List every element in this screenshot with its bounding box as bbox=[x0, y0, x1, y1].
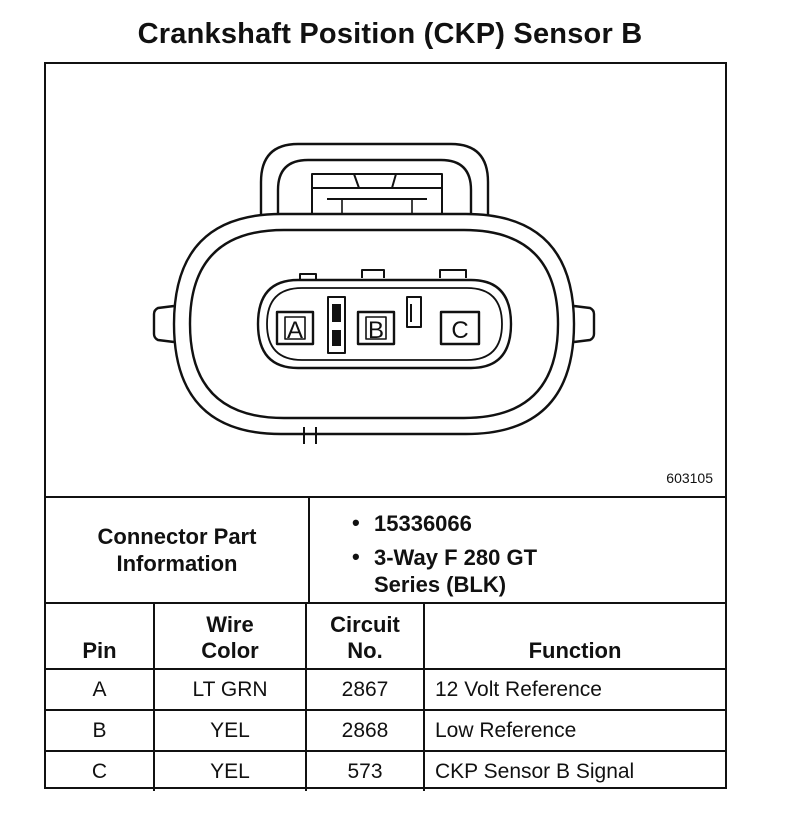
pin-label-b: B bbox=[368, 317, 384, 344]
header-function: Function bbox=[423, 602, 725, 670]
connector-info-section: Connector Part Information • 15336066 • … bbox=[46, 498, 725, 604]
cell-pin: C bbox=[46, 750, 155, 791]
polarization-key-2 bbox=[406, 296, 422, 328]
table-row: C YEL 573 CKP Sensor B Signal bbox=[46, 750, 725, 791]
latch-housing-inner bbox=[276, 158, 473, 312]
connector-sheet: A B C 603105 Connector Part Information … bbox=[44, 62, 727, 791]
connector-drawing: A B C 603105 bbox=[46, 64, 725, 498]
connector-description-line2: Series (BLK) bbox=[374, 572, 507, 597]
figure-number: 603105 bbox=[666, 470, 713, 486]
connector-description-line1: 3-Way F 280 GT bbox=[374, 545, 538, 570]
page-title: Crankshaft Position (CKP) Sensor B bbox=[137, 18, 643, 50]
pin-label-a: A bbox=[287, 317, 303, 344]
table-row: B YEL 2868 Low Reference bbox=[46, 709, 725, 752]
cell-wire-color: LT GRN bbox=[153, 668, 307, 711]
right-rib bbox=[573, 304, 596, 344]
cell-function: Low Reference bbox=[423, 709, 725, 752]
latch-housing-outer bbox=[259, 142, 490, 312]
connector-info-label-line2: Information bbox=[116, 551, 238, 576]
table-row: A LT GRN 2867 12 Volt Reference bbox=[46, 668, 725, 711]
cell-circuit: 573 bbox=[305, 750, 425, 791]
cell-circuit: 2867 bbox=[305, 668, 425, 711]
cell-function: 12 Volt Reference bbox=[423, 668, 725, 711]
connector-info-label: Connector Part Information bbox=[46, 498, 310, 602]
header-pin: Pin bbox=[46, 602, 155, 670]
pin-cavity bbox=[256, 278, 513, 370]
cell-pin: B bbox=[46, 709, 155, 752]
polarization-key-1 bbox=[327, 296, 346, 354]
bullet: • bbox=[352, 510, 360, 535]
connector-face-svg: A B C bbox=[152, 142, 596, 444]
housing-rim bbox=[188, 228, 560, 420]
connector-info-details: • 15336066 • 3-Way F 280 GT Series (BLK) bbox=[310, 498, 725, 602]
left-rib bbox=[152, 304, 175, 344]
bullet: • bbox=[352, 544, 360, 569]
part-number: 15336066 bbox=[374, 511, 472, 536]
cell-wire-color: YEL bbox=[153, 709, 307, 752]
connector-info-label-line1: Connector Part bbox=[97, 524, 257, 549]
cell-function: CKP Sensor B Signal bbox=[423, 750, 725, 791]
cell-wire-color: YEL bbox=[153, 750, 307, 791]
cell-circuit: 2868 bbox=[305, 709, 425, 752]
cell-pin: A bbox=[46, 668, 155, 711]
bottom-key bbox=[303, 427, 317, 444]
pin-label-c: C bbox=[451, 317, 468, 344]
